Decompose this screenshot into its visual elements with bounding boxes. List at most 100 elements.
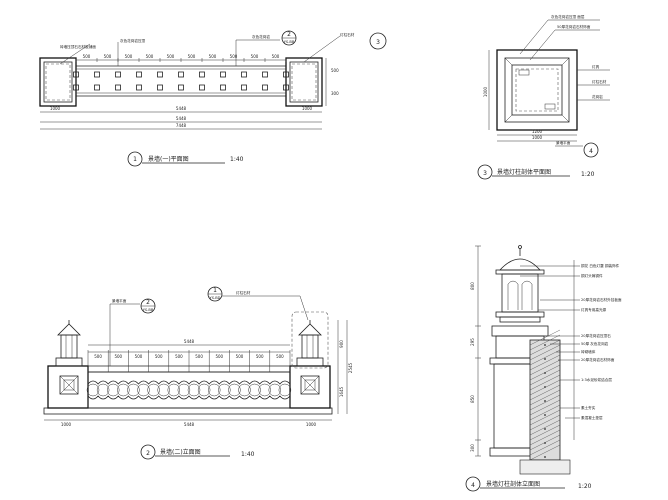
hatch-line [529, 394, 561, 411]
wave-ring [157, 383, 170, 397]
elev-wave-pattern [86, 380, 292, 400]
elev-dim-label: 500 [155, 354, 163, 359]
lamp-plan-ref-bubble-num: 4 [589, 148, 593, 155]
elev-left-panel-inner [63, 379, 75, 391]
wave-ring [248, 383, 261, 397]
sec-dim-label: 295 [470, 338, 475, 346]
hatch-line [529, 389, 561, 406]
lamp-fixture-b [544, 103, 556, 110]
hatch-line [529, 414, 561, 431]
lamp-plan-note-top-2: 50厚花岗岩石材饰面 [557, 24, 591, 29]
wave-ring [268, 383, 282, 397]
plan-dim-label: 500 [209, 54, 217, 59]
wave-ring [86, 383, 100, 397]
elev-detail-box [291, 311, 329, 369]
left-pier-outline [39, 57, 77, 107]
elev-dim-left: 1000 [61, 422, 72, 427]
elev-left-pier-panel [59, 375, 79, 395]
sec-note: 50厚 灰色花岗岩 [581, 341, 609, 346]
wall-post [136, 71, 142, 78]
wave-ring [96, 383, 110, 397]
wall-posts [73, 71, 289, 91]
sec-notes: 铜花 白色灯罩 铜装饰件铜灯头铸铜件20厚花岗岩石材外挂板面灯具专用高光源20厚… [520, 263, 622, 420]
plan-ref-bubble-2-sub: YS-BB [284, 40, 295, 44]
lamp-plan-title-bubble [477, 164, 493, 180]
elev-left-lamp-body [60, 334, 78, 359]
lamp-plan-view: 1000 1200 1000 灰色花岗岩压顶 面层 50厚花岗岩石材饰面 灯具 … [477, 14, 610, 180]
lamp-plan-title-bubble-num: 3 [483, 170, 487, 177]
wall-post [283, 71, 289, 78]
hatch-line [529, 349, 561, 366]
sec-pier-cap [491, 325, 549, 337]
sec-note: 20厚花岗岩石材饰面 [581, 357, 615, 362]
wave-ring [147, 383, 160, 397]
wave-upper [87, 380, 291, 385]
sec-note: 素混凝土垫层 [581, 415, 603, 420]
wall-post [283, 84, 289, 91]
elev-base [43, 407, 333, 415]
wall-post [220, 71, 226, 78]
elev-title-bubble [140, 444, 156, 460]
elev-callout-a: 景墙平面 [112, 298, 127, 303]
left-pier-hidden [45, 63, 71, 101]
wall-post [241, 71, 247, 78]
aggregate-dot [544, 414, 546, 416]
plan-title-bubble-num: 1 [133, 156, 137, 163]
elev-right-panel-inner [304, 379, 316, 391]
sec-note: 铜灯头铸铜件 [581, 273, 603, 278]
plan-callout-c: 灰色花岗岩 [252, 34, 270, 39]
plan-dim-label: 500 [125, 54, 133, 59]
wall-post [220, 84, 226, 91]
wall-post [178, 71, 184, 78]
lamp-corner-4 [561, 114, 570, 123]
elev-left-pier [47, 365, 89, 409]
plan-dim-label: 500 [272, 54, 280, 59]
plan-dim-label: 500 [83, 54, 91, 59]
plan-title-bubble [127, 151, 143, 167]
sec-title: 景墙灯柱剖体立面图 [486, 480, 540, 488]
plan-leader-a [59, 43, 91, 65]
plan-ref-bubble-3 [369, 32, 387, 50]
plan-scale: 1:40 [230, 156, 244, 163]
sec-footing [519, 459, 571, 475]
wave-ring [207, 383, 221, 397]
left-pier-inner [43, 61, 73, 103]
plan-dim-label: 500 [251, 54, 259, 59]
lamp-plan-mid [504, 57, 570, 123]
hatch-line [529, 424, 561, 441]
elev-right-lamp-plinth [296, 357, 324, 367]
plan-side-dim-b: 300 [331, 91, 339, 96]
sec-dim-label: 850 [470, 395, 475, 403]
elev-dim-h3: 1645 [339, 386, 344, 397]
sec-title-bubble [465, 476, 481, 492]
wall-post [115, 84, 121, 91]
hatch-line [529, 369, 561, 386]
hatch-line [529, 354, 561, 371]
aggregate-dot [544, 428, 546, 430]
sec-note: 20厚花岗岩压顶石 [581, 333, 611, 338]
elev-leader-b-drop [299, 295, 309, 321]
elev-left-panel-x2 [59, 375, 79, 395]
hatch-line [529, 339, 561, 356]
lamp-plan-note-right-3: 花岗岩 [592, 94, 603, 99]
sec-note: 20厚花岗岩石材外挂板面 [581, 297, 622, 302]
lamp-fixture-a [518, 69, 530, 76]
sec-lamp-dome [499, 258, 541, 271]
elev-wall [87, 371, 291, 409]
wave-ring [177, 383, 191, 397]
sec-dim-label: 800 [470, 282, 475, 290]
wave-ring [228, 383, 241, 397]
wall-post [94, 71, 100, 78]
plan-callout-a: 砖墙压顶石石材板铺面 [60, 44, 96, 49]
elev-scale: 1:40 [241, 451, 255, 458]
lamp-plan-dim-inner: 1200 [532, 129, 543, 134]
elev-dim-label: 500 [215, 354, 223, 359]
wall-post [262, 71, 268, 78]
plan-dim-center-2: 5448 [176, 116, 187, 121]
sec-lamp-body [501, 273, 539, 313]
sec-finial-ball [518, 245, 522, 249]
elev-dim-label: 500 [256, 354, 264, 359]
sec-lamp-plinth [499, 316, 541, 323]
